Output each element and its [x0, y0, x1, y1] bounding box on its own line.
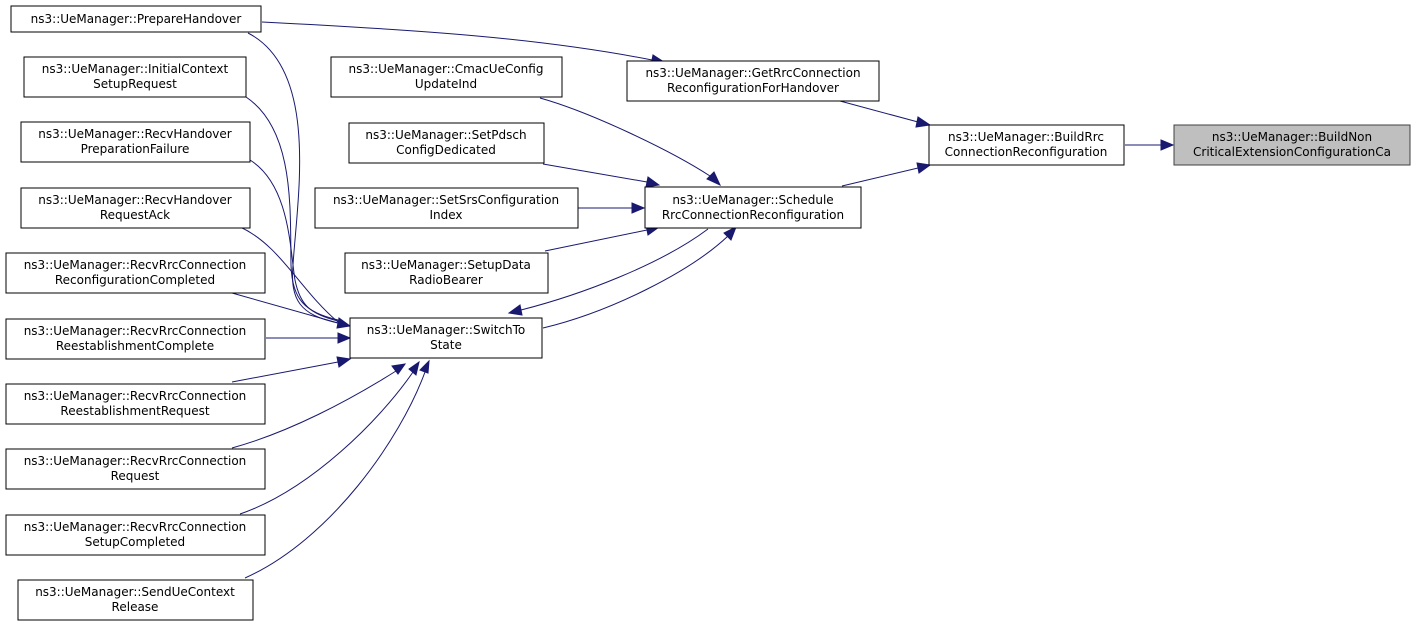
node-label-line: ns3::UeManager::SendUeContext	[35, 585, 235, 599]
edge-get-rrc-handover-to-build-rrc	[839, 100, 919, 123]
node-label-line: Release	[112, 600, 159, 614]
node-label-line: ConnectionReconfiguration	[945, 145, 1108, 159]
node-label-line: ns3::UeManager::RecvRrcConnection	[24, 389, 247, 403]
node-recv-handover-request-ack[interactable]: ns3::UeManager::RecvHandover RequestAck	[20, 187, 251, 229]
arrowhead-build-rrc-from-schedule-rrc	[916, 162, 932, 174]
node-label-line: PreparationFailure	[81, 142, 190, 156]
edge-prepare-handover-to-switch-to-state	[247, 32, 339, 324]
node-label-line: ns3::UeManager::RecvRrcConnection	[24, 454, 247, 468]
edge-cmac-to-schedule-rrc	[539, 97, 711, 177]
node-recv-rrc-connection-reconfiguration-completed[interactable]: ns3::UeManager::RecvRrcConnection Reconf…	[5, 252, 266, 294]
node-recv-rrc-connection-setup-completed[interactable]: ns3::UeManager::RecvRrcConnection SetupC…	[5, 514, 266, 556]
edge-recv-rrc-reconf-to-switch	[231, 292, 339, 324]
node-label-line: ns3::UeManager::RecvHandover	[38, 127, 232, 141]
node-recv-rrc-connection-reestablishment-request[interactable]: ns3::UeManager::RecvRrcConnection Reesta…	[5, 383, 266, 425]
node-prepare-handover[interactable]: ns3::UeManager::PrepareHandover	[10, 5, 262, 33]
arrowhead-schedule-from-srs	[631, 202, 646, 214]
arrowhead-switch-from-rrc-request	[391, 363, 407, 375]
nodes: ns3::UeManager::BuildNon CriticalExtensi…	[5, 5, 1411, 621]
node-label-line: RadioBearer	[409, 273, 483, 287]
node-label-line: ns3::UeManager::RecvRrcConnection	[24, 258, 247, 272]
arrowhead-switch-from-rrc-setup	[408, 360, 420, 376]
node-label-line: UpdateInd	[415, 77, 477, 91]
edge-setup-data-to-schedule-rrc	[544, 229, 648, 252]
node-label-line: ns3::UeManager::Schedule	[672, 193, 833, 207]
node-label-line: ns3::UeManager::SetupData	[361, 258, 531, 272]
arrowhead-schedule-from-pdsch	[645, 176, 661, 188]
edge-schedule-rrc-to-build-rrc	[841, 167, 919, 187]
edge-prepare-handover-to-get-rrc-handover	[261, 21, 653, 61]
node-switch-to-state[interactable]: ns3::UeManager::SwitchTo State	[349, 317, 543, 359]
node-label-line: ns3::UeManager::InitialContext	[42, 62, 229, 76]
arrowhead-schedule-from-switch	[723, 225, 737, 241]
edge-recv-handover-prep-to-switch	[249, 159, 339, 322]
node-label-line: RequestAck	[100, 208, 170, 222]
node-recv-rrc-connection-request[interactable]: ns3::UeManager::RecvRrcConnection Reques…	[5, 448, 266, 490]
node-label-line: RrcConnectionReconfiguration	[662, 208, 844, 222]
node-label-line: ns3::UeManager::BuildNon	[1212, 130, 1372, 144]
arrowhead-switch-from-left-group	[336, 317, 352, 329]
edge-switch-to-state-to-schedule-rrc	[542, 235, 729, 329]
node-build-rrc-connection-reconfiguration[interactable]: ns3::UeManager::BuildRrc ConnectionRecon…	[928, 124, 1125, 166]
node-label-line: ns3::UeManager::SetPdsch	[365, 128, 526, 142]
node-set-pdsch-config-dedicated[interactable]: ns3::UeManager::SetPdsch ConfigDedicated	[348, 122, 545, 164]
node-label-line: ns3::UeManager::PrepareHandover	[31, 12, 242, 26]
node-label-line: ReconfigurationForHandover	[667, 81, 839, 95]
node-recv-handover-preparation-failure[interactable]: ns3::UeManager::RecvHandover Preparation…	[20, 121, 251, 163]
node-label-line: ns3::UeManager::CmacUeConfig	[349, 62, 544, 76]
arrowhead-schedule-from-cmac	[706, 171, 722, 187]
arrowhead-switch-from-schedule	[507, 304, 523, 316]
edge-recv-rrc-reest-request-to-switch	[231, 361, 339, 383]
node-send-ue-context-release[interactable]: ns3::UeManager::SendUeContext Release	[17, 579, 254, 621]
node-label-line: ns3::UeManager::RecvHandover	[38, 193, 232, 207]
node-label-line: ns3::UeManager::SwitchTo	[367, 323, 526, 337]
node-build-non-critical-extension[interactable]: ns3::UeManager::BuildNon CriticalExtensi…	[1173, 124, 1411, 166]
arrowhead-switch-from-reest-complete	[337, 332, 352, 344]
node-label-line: ns3::UeManager::RecvRrcConnection	[24, 520, 247, 534]
node-label-line: ReconfigurationCompleted	[55, 273, 215, 287]
node-initial-context-setup-request[interactable]: ns3::UeManager::InitialContext SetupRequ…	[23, 56, 247, 98]
arrowhead-switch-from-reest-request	[336, 356, 352, 368]
node-label-line: ConfigDedicated	[396, 143, 496, 157]
edge-recv-handover-ack-to-switch	[239, 226, 339, 323]
node-label-line: ReestablishmentRequest	[60, 404, 209, 418]
arrowhead-build-non-critical	[1160, 139, 1175, 151]
arrowhead-switch-from-send-ue-context	[419, 359, 430, 374]
edge-set-pdsch-to-schedule-rrc	[542, 163, 648, 183]
node-label-line: CriticalExtensionConfigurationCa	[1193, 145, 1391, 159]
node-label-line: ns3::UeManager::SetSrsConfiguration	[333, 193, 559, 207]
edge-send-ue-context-to-switch	[244, 371, 426, 579]
edge-schedule-rrc-to-switch-to-state	[520, 228, 709, 311]
node-set-srs-configuration-index[interactable]: ns3::UeManager::SetSrsConfiguration Inde…	[314, 187, 579, 229]
node-label-line: ns3::UeManager::BuildRrc	[948, 130, 1104, 144]
node-label-line: Index	[429, 208, 462, 222]
node-recv-rrc-connection-reestablishment-complete[interactable]: ns3::UeManager::RecvRrcConnection Reesta…	[5, 318, 266, 360]
edge-recv-rrc-request-to-switch	[231, 370, 397, 449]
node-get-rrc-connection-reconfiguration-for-handover[interactable]: ns3::UeManager::GetRrcConnection Reconfi…	[626, 60, 880, 102]
node-label-line: State	[430, 338, 462, 352]
edges	[231, 21, 1175, 579]
node-schedule-rrc-connection-reconfiguration[interactable]: ns3::UeManager::Schedule RrcConnectionRe…	[644, 186, 862, 229]
node-label-line: ReestablishmentComplete	[56, 339, 214, 353]
node-setup-data-radio-bearer[interactable]: ns3::UeManager::SetupData RadioBearer	[344, 252, 549, 294]
node-label-line: ns3::UeManager::RecvRrcConnection	[24, 324, 247, 338]
arrowhead-build-rrc-from-get-rrc-handover	[915, 116, 932, 128]
node-label-line: ns3::UeManager::GetRrcConnection	[645, 66, 860, 80]
edge-recv-rrc-setup-to-switch	[239, 371, 414, 515]
node-label-line: SetupRequest	[93, 77, 177, 91]
node-label-line: Request	[111, 469, 160, 483]
node-label-line: SetupCompleted	[85, 535, 185, 549]
node-cmac-ue-config-update-ind[interactable]: ns3::UeManager::CmacUeConfig UpdateInd	[330, 56, 563, 98]
